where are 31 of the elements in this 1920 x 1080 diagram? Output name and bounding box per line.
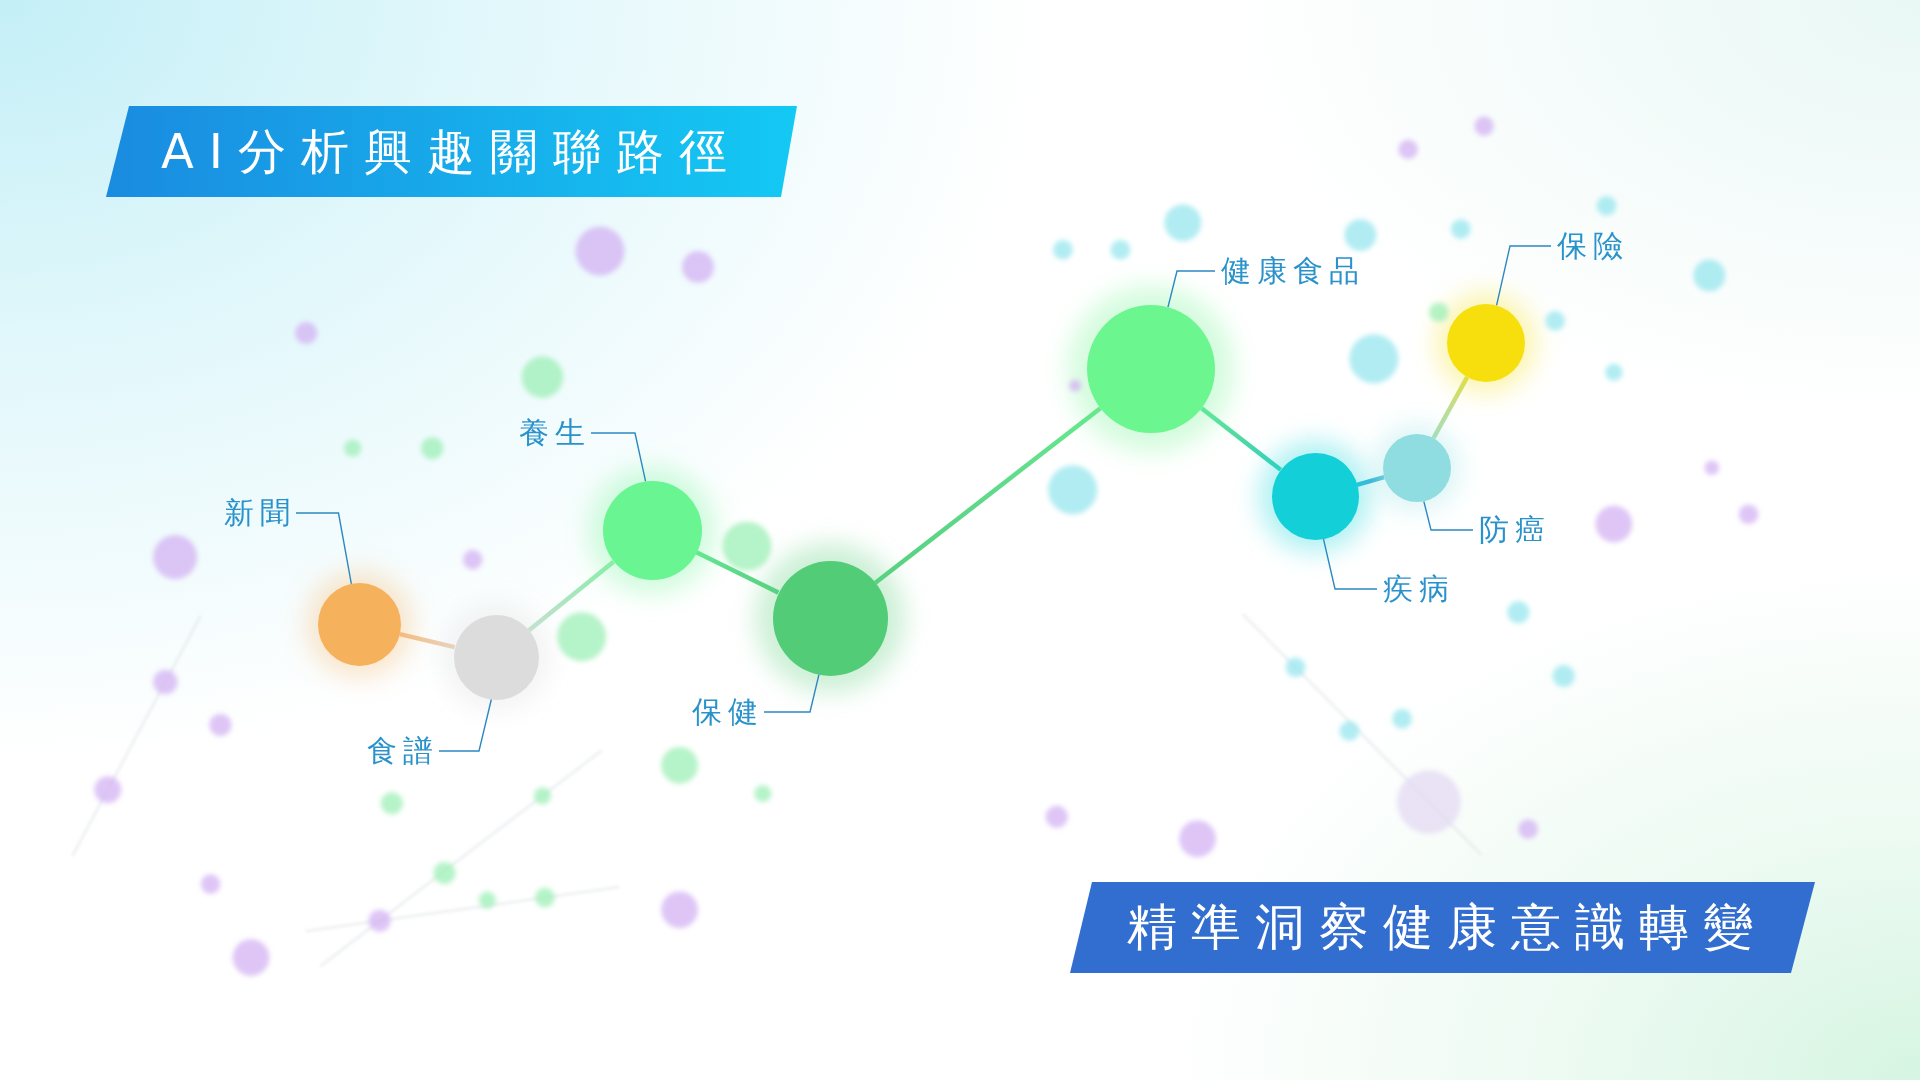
node-label: 養生 bbox=[519, 415, 591, 451]
leader-line bbox=[1167, 270, 1216, 308]
node-circle bbox=[772, 560, 888, 676]
node-label: 保險 bbox=[1551, 228, 1629, 264]
node-circle bbox=[1087, 305, 1215, 433]
connector-line bbox=[399, 631, 456, 650]
leader-line bbox=[1423, 500, 1474, 531]
connector-line bbox=[874, 406, 1102, 585]
connector-line bbox=[1431, 376, 1470, 440]
connector-line bbox=[1200, 406, 1283, 472]
leader-line bbox=[1322, 538, 1378, 590]
leader-line bbox=[295, 512, 353, 585]
leader-line bbox=[763, 673, 820, 713]
node-label: 疾病 bbox=[1377, 571, 1455, 607]
node-label: 食譜 bbox=[367, 733, 439, 769]
node-circle bbox=[1447, 304, 1525, 382]
connector-line bbox=[695, 550, 780, 595]
title-text: AI分析興趣關聯路徑 bbox=[161, 122, 742, 180]
caption-text: 精準洞察健康意識轉變 bbox=[1127, 898, 1767, 956]
leader-line bbox=[590, 432, 647, 483]
node-label: 防癌 bbox=[1473, 512, 1551, 548]
node-circle bbox=[318, 583, 401, 666]
leader-line bbox=[438, 698, 493, 752]
connector-line bbox=[1356, 475, 1385, 487]
leader-line bbox=[1495, 245, 1552, 307]
node-label: 健康食品 bbox=[1215, 253, 1365, 289]
node-label: 保健 bbox=[692, 694, 764, 730]
node-circle bbox=[602, 481, 702, 580]
node-label: 新聞 bbox=[224, 495, 296, 531]
connector-line bbox=[527, 559, 615, 632]
node-circle bbox=[1271, 453, 1359, 540]
